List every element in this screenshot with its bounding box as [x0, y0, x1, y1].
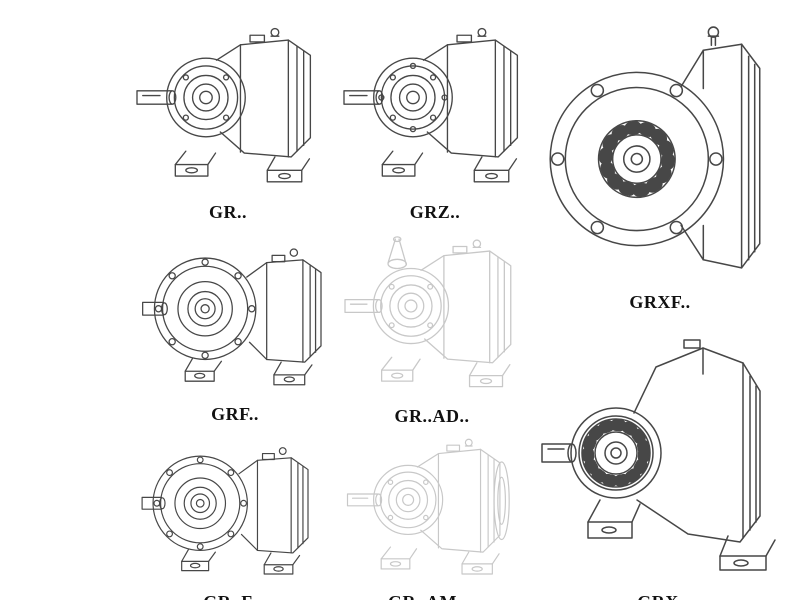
product-cell-grxf: GRXF..	[540, 18, 780, 314]
product-label-gr: GR..	[209, 202, 247, 222]
product-cell-gr-f: GR..F	[128, 430, 328, 600]
product-label-gr-am: GR..AM..	[388, 590, 467, 600]
product-cell-grx: GRX..	[538, 318, 788, 600]
gearbox-drawing-grf	[142, 248, 322, 386]
product-cell-gr-ad: GR..AD..	[332, 230, 532, 428]
product-label-grf: GRF..	[211, 404, 259, 424]
gearbox-drawing-grx	[538, 318, 788, 590]
gearbox-drawing-gr	[136, 27, 312, 183]
product-label-gr-f: GR..F	[203, 590, 253, 600]
gearbox-drawing-grz	[343, 27, 519, 183]
product-label-grz: GRZ..	[409, 202, 461, 222]
product-cell-gr-am: GR..AM..	[330, 430, 525, 600]
product-label-gr-ad: GR..AD..	[394, 406, 470, 426]
gearbox-drawing-gr-ad	[344, 236, 512, 388]
product-cell-grf: GRF..	[130, 230, 340, 426]
product-cell-grz: GRZ..	[335, 18, 535, 224]
gearbox-drawing-gr-am	[346, 438, 510, 575]
gearbox-drawing-gr-f	[141, 447, 309, 575]
product-label-grxf: GRXF..	[629, 292, 691, 312]
product-cell-gr: GR..	[128, 18, 328, 224]
product-label-grx: GRX..	[637, 590, 689, 600]
gearbox-drawing-grxf	[540, 18, 780, 290]
